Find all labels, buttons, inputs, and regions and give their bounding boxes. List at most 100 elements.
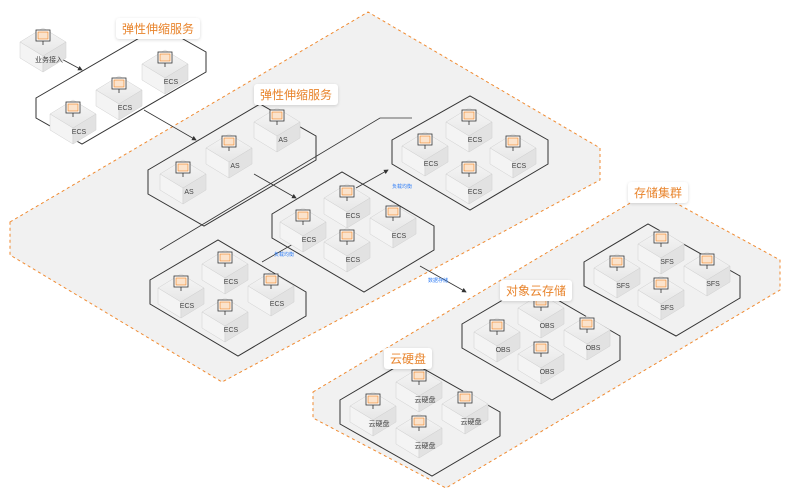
flow-label-storage: 数据存储 [428, 277, 448, 284]
ecs-node-label: ECS [512, 163, 527, 170]
ecs-node: ECS [445, 107, 493, 153]
ecs-node-label: ECS [118, 105, 133, 112]
ecs-node-label: ECS [164, 79, 179, 86]
sfs-node: SFS [637, 275, 685, 321]
monitor-icon [385, 205, 401, 221]
obs-node-label: OBS [540, 369, 555, 376]
ecs-node: ECS [369, 203, 417, 249]
monitor-icon [173, 275, 189, 291]
label-as-top: 弹性伸缩服务 [116, 18, 201, 39]
obs-node: OBS [517, 293, 565, 339]
monitor-icon [653, 277, 669, 293]
monitor-icon [699, 253, 715, 269]
link-to-storage [419, 265, 467, 293]
compute-region [9, 11, 601, 383]
ecs-node-label: ECS [72, 129, 87, 136]
monitor-icon [533, 341, 549, 357]
as-node: AS [253, 107, 301, 153]
flow-label-lb-2: 负载均衡 [392, 183, 412, 190]
ecs-node-label: ECS [270, 301, 285, 308]
as-node-label: AS [184, 189, 194, 196]
flow-label-lb-1: 负载均衡 [274, 251, 294, 258]
ecs-node-label: ECS [346, 213, 361, 220]
label-cloud-disk: 云硬盘 [384, 348, 433, 369]
monitor-icon [411, 415, 427, 431]
monitor-icon [417, 133, 433, 149]
server-nodes: 业务接入ECSECSECSASASASECSECSECSECSECSECSECS… [19, 27, 731, 459]
label-storage-cluster: 存储集群 [628, 182, 689, 203]
link-center-to-right [355, 169, 389, 189]
disk-node: 云硬盘 [395, 413, 443, 459]
monitor-icon [339, 185, 355, 201]
monitor-icon [269, 109, 285, 125]
monitor-icon [339, 229, 355, 245]
as-node-label: AS [230, 163, 240, 170]
disk-node-label: 云硬盘 [461, 417, 482, 426]
sfs-node-label: SFS [616, 283, 630, 290]
ecs-node-label: ECS [224, 279, 239, 286]
sfs-node: SFS [683, 251, 731, 297]
as-node-label: AS [278, 137, 288, 144]
monitor-icon [489, 319, 505, 335]
monitor-icon [217, 251, 233, 267]
ecs-node: ECS [489, 133, 537, 179]
obs-node-label: OBS [586, 345, 601, 352]
disk-node-label: 云硬盘 [415, 441, 436, 450]
ecs-node: ECS [445, 159, 493, 205]
ecs-node: ECS [49, 99, 97, 145]
monitor-icon [365, 393, 381, 409]
disk-node-label: 云硬盘 [415, 395, 436, 404]
obs-node: OBS [563, 315, 611, 361]
link-as-to-ecs-center [253, 173, 297, 199]
ecs-node: ECS [141, 49, 189, 95]
ecs-node: ECS [201, 249, 249, 295]
user-node-label: 业务接入 [35, 55, 63, 64]
ecs-node-label: ECS [302, 237, 317, 244]
disk-node-label: 云硬盘 [369, 419, 390, 428]
disk-node: 云硬盘 [349, 391, 397, 437]
monitor-icon [263, 273, 279, 289]
monitor-icon [221, 135, 237, 151]
link-ecs-to-as [143, 109, 197, 141]
monitor-icon [111, 77, 127, 93]
sfs-node-label: SFS [660, 305, 674, 312]
sfs-node: SFS [637, 229, 685, 275]
ecs-group-center-frame [271, 171, 435, 293]
monitor-icon [411, 369, 427, 385]
ecs-node-label: ECS [468, 137, 483, 144]
monitor-icon [35, 29, 51, 45]
sfs-group-frame [583, 223, 741, 337]
label-as-mid: 弹性伸缩服务 [254, 84, 339, 105]
monitor-icon [157, 51, 173, 67]
disk-node: 云硬盘 [395, 367, 443, 413]
monitor-icon [579, 317, 595, 333]
ecs-node: ECS [201, 297, 249, 343]
sfs-node: SFS [593, 253, 641, 299]
monitor-icon [457, 391, 473, 407]
monitor-icon [295, 209, 311, 225]
ecs-node-label: ECS [392, 233, 407, 240]
monitor-icon [461, 109, 477, 125]
as-node: AS [205, 133, 253, 179]
ecs-node: ECS [401, 131, 449, 177]
obs-node-label: OBS [540, 323, 555, 330]
link-left-loop [159, 117, 412, 251]
monitor-icon [65, 101, 81, 117]
monitor-icon [175, 161, 191, 177]
ecs-group-left-frame [149, 239, 307, 357]
ecs-node: ECS [247, 271, 295, 317]
ecs-node-label: ECS [468, 189, 483, 196]
user-node: 业务接入 [19, 27, 67, 73]
disk-node: 云硬盘 [441, 389, 489, 435]
ecs-node: ECS [95, 75, 143, 121]
ecs-group-right-frame [391, 95, 549, 211]
ecs-node: ECS [279, 207, 327, 253]
as-node: AS [159, 159, 207, 205]
obs-node: OBS [517, 339, 565, 385]
ecs-node: ECS [157, 273, 205, 319]
monitor-icon [609, 255, 625, 271]
monitor-icon [461, 161, 477, 177]
obs-node: OBS [473, 317, 521, 363]
